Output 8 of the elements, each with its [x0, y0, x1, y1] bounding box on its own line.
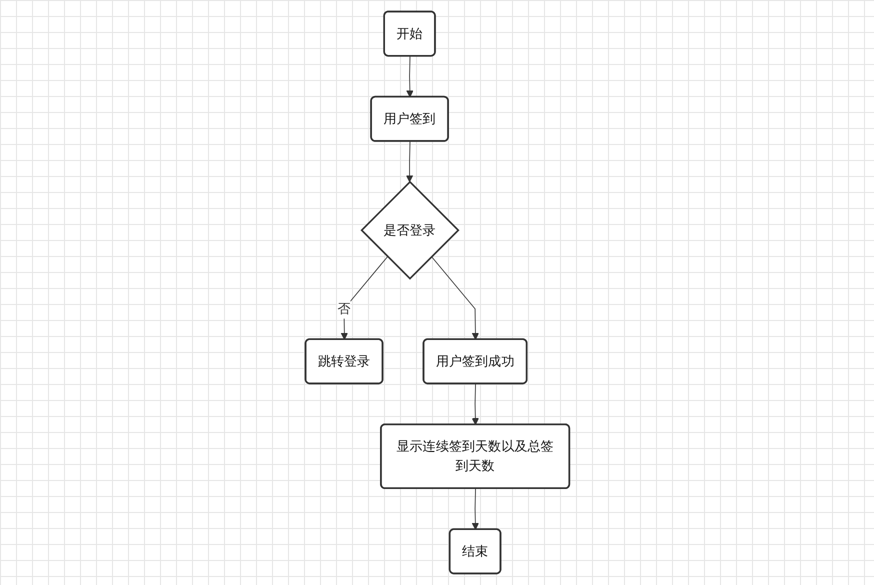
arrow — [340, 256, 388, 340]
arrow — [430, 256, 479, 340]
arrow — [406, 140, 413, 182]
arrow — [471, 383, 479, 426]
edge-label: 否 — [337, 300, 350, 316]
node-diamond: 是否登录 — [360, 180, 460, 280]
arrow — [471, 488, 479, 530]
arrow — [406, 56, 414, 98]
